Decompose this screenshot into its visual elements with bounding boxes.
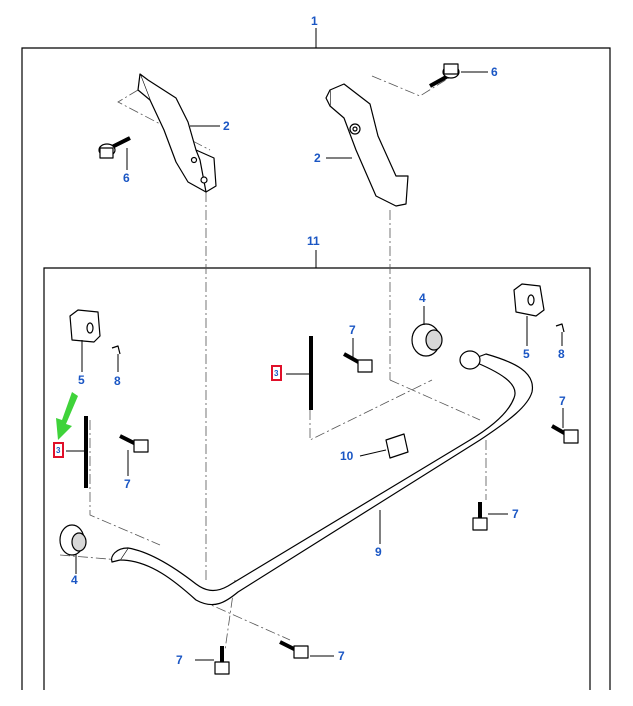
- callout-6-left: 6: [123, 171, 130, 185]
- bushing-left: [69, 309, 121, 355]
- assembly-frame-inner: [43, 250, 591, 690]
- assembly-frame-outer: [21, 28, 611, 690]
- green-arrow-icon: [56, 392, 78, 440]
- bolt-7-d: [472, 502, 488, 531]
- callout-4-left: 4: [71, 573, 78, 587]
- leader-lines: [66, 71, 564, 661]
- callout-8-left: 8: [114, 374, 121, 388]
- bracket-right: [325, 83, 409, 207]
- bolt-7-f: [279, 640, 309, 659]
- callout-8-right: 8: [558, 347, 565, 361]
- stabilizer-bar: [111, 350, 533, 606]
- bushing-right: [513, 283, 565, 333]
- callout-11: 11: [307, 234, 320, 248]
- callout-5-right: 5: [523, 347, 530, 361]
- bolt-7-e: [214, 646, 230, 675]
- callout-7-e: 7: [176, 653, 183, 667]
- callout-9: 9: [375, 545, 382, 559]
- callout-2-right: 2: [314, 151, 321, 165]
- bracket-left: [137, 73, 217, 193]
- callout-1: 1: [311, 14, 318, 28]
- callout-7-b: 7: [124, 477, 131, 491]
- callout-5-left: 5: [78, 373, 85, 387]
- callout-10: 10: [340, 449, 354, 463]
- bolt-6-right: [429, 63, 460, 88]
- rubber-bush-left: [59, 524, 87, 556]
- callout-4-right: 4: [419, 291, 426, 305]
- label-plate: [385, 433, 409, 459]
- bolt-7-c: [551, 424, 579, 444]
- bolt-7-a: [343, 352, 373, 373]
- phantom-lines: [59, 75, 487, 651]
- callout-2-left: 2: [223, 119, 230, 133]
- highlight-box-right[interactable]: 3: [271, 365, 282, 381]
- callout-7-c: 7: [559, 394, 566, 408]
- callout-7-f: 7: [338, 649, 345, 663]
- rubber-bush-right: [411, 323, 443, 357]
- callout-6-right: 6: [491, 65, 498, 79]
- callout-7-d: 7: [512, 507, 519, 521]
- bolt-7-b: [119, 434, 149, 453]
- highlight-box-left[interactable]: 3: [53, 442, 64, 458]
- callout-3-right: 3: [274, 369, 279, 378]
- bolt-6-left: [98, 136, 131, 159]
- callout-3-left: 3: [56, 446, 61, 455]
- callout-7-a: 7: [349, 323, 356, 337]
